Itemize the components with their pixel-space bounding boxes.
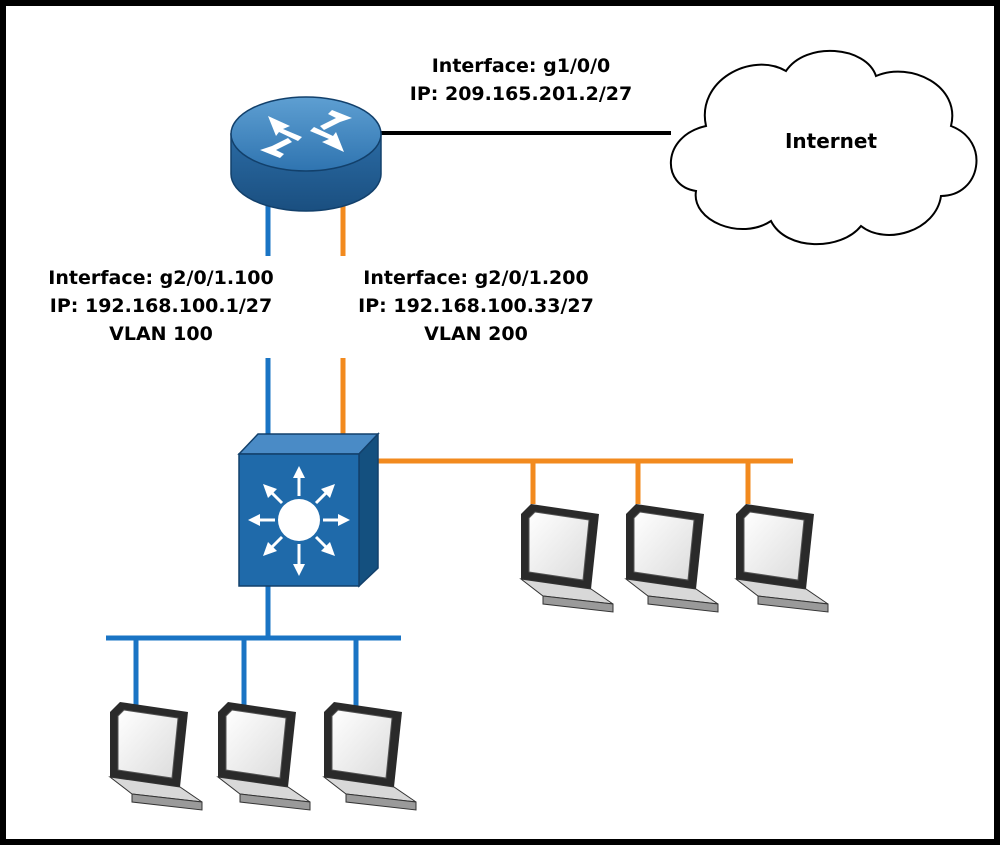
computer-monitor-icon	[734, 504, 829, 613]
multilayer-switch-icon	[237, 432, 380, 588]
vlan200-ip: IP: 192.168.100.33/27	[358, 295, 594, 317]
vlan100-name: VLAN 100	[109, 323, 213, 345]
computer-monitor-icon	[519, 504, 614, 613]
internet-link-interface: Interface: g1/0/0	[431, 55, 611, 77]
vlan200-label: Interface: g2/0/1.200 IP: 192.168.100.33…	[336, 264, 616, 348]
vlan200-name: VLAN 200	[424, 323, 528, 345]
network-diagram	[106, 50, 978, 811]
vlan200-interface: Interface: g2/0/1.200	[363, 267, 589, 289]
internet-cloud-text: Internet	[784, 129, 878, 153]
vlan100-ip: IP: 192.168.100.1/27	[49, 295, 273, 317]
computer-monitor-icon	[216, 702, 311, 811]
internet-link-ip: IP: 209.165.201.2/27	[409, 83, 633, 105]
cloud-label: Internet	[776, 127, 886, 155]
internet-link-label: Interface: g1/0/0 IP: 209.165.201.2/27	[401, 52, 641, 108]
cloud-icon	[670, 50, 978, 246]
vlan100-label: Interface: g2/0/1.100 IP: 192.168.100.1/…	[31, 264, 291, 348]
router-icon	[230, 96, 382, 212]
vlan100-interface: Interface: g2/0/1.100	[48, 267, 274, 289]
computer-monitor-icon	[624, 504, 719, 613]
computer-monitor-icon	[108, 702, 203, 811]
computer-monitor-icon	[322, 702, 417, 811]
